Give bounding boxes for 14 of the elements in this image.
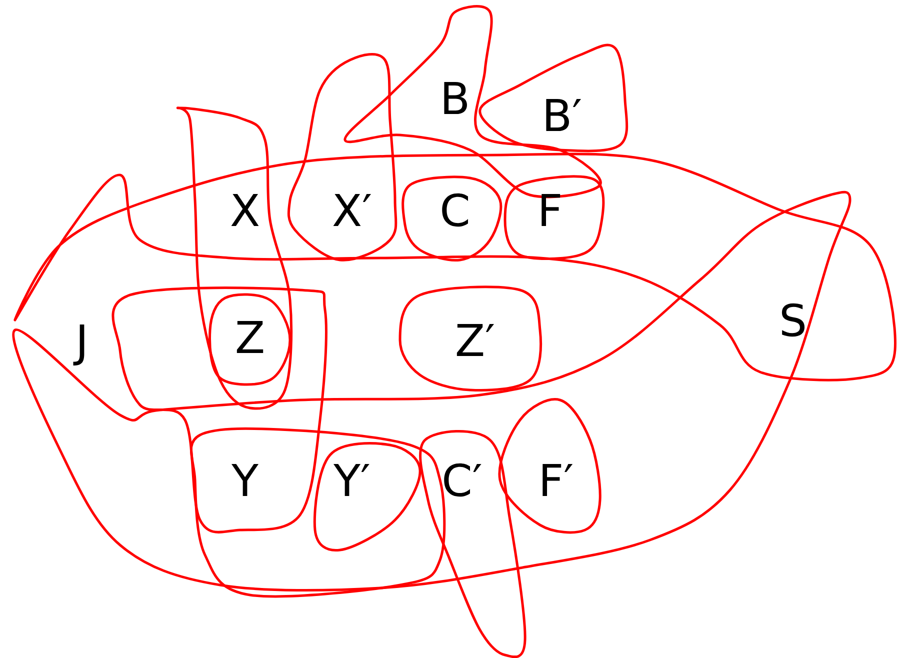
region-label: B′	[546, 98, 582, 132]
region-label: S	[782, 303, 804, 337]
region-label: F′	[542, 464, 573, 496]
region-label: C	[442, 193, 468, 227]
region-label: B	[444, 82, 467, 114]
region-label: Y′	[334, 464, 370, 496]
region-label: F	[542, 194, 560, 226]
region-label: J	[73, 324, 84, 366]
region-label: Z′	[456, 324, 494, 356]
region-label: Z	[236, 320, 264, 354]
region-label: X	[231, 194, 259, 226]
region-label: Y	[232, 464, 259, 496]
region-label: X′	[333, 194, 372, 226]
region-label: C′	[444, 463, 482, 497]
